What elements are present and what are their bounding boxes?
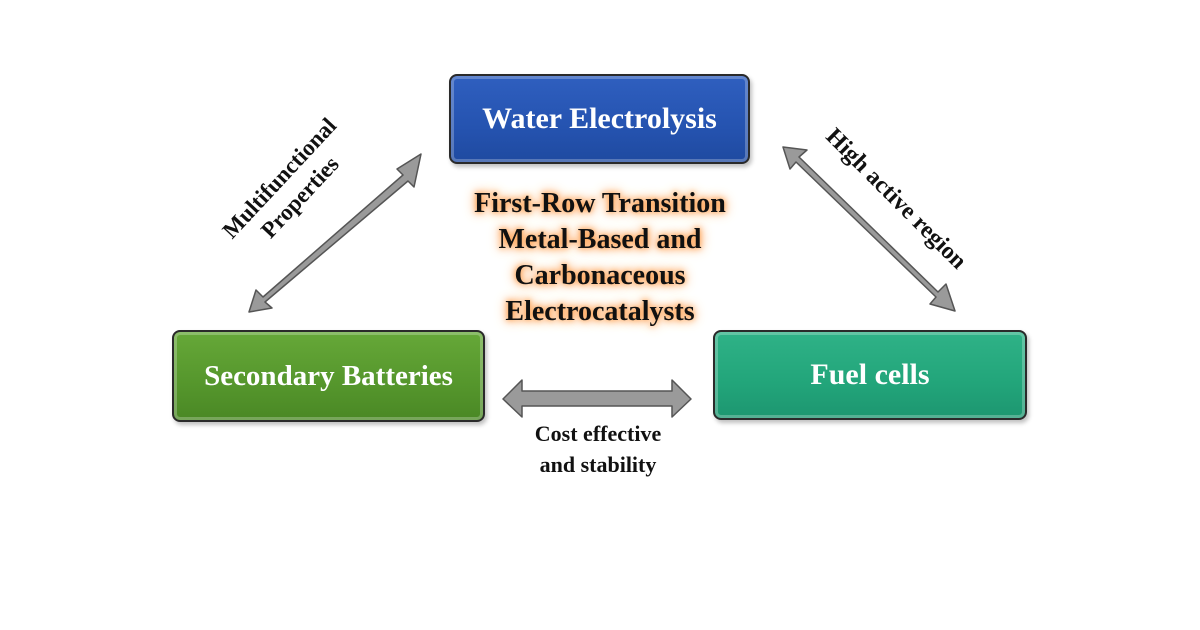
edge-label-bottom-line-1: Cost effective bbox=[534, 421, 662, 446]
fuel-cells-label: Fuel cells bbox=[810, 358, 930, 391]
center-title-line-4: Electrocatalysts bbox=[505, 296, 695, 327]
center-title: First-Row Transition Metal-Based and Car… bbox=[430, 186, 770, 330]
center-title-line-2: Metal-Based and bbox=[498, 224, 702, 255]
arrow-bottom-horizontal bbox=[502, 379, 692, 418]
arrow-left-diagonal bbox=[248, 153, 422, 313]
center-title-line-3: Carbonaceous bbox=[514, 260, 686, 291]
edge-label-bottom-line-2: and stability bbox=[539, 452, 657, 477]
water-electrolysis-box: Water Electrolysis bbox=[449, 74, 750, 164]
edge-label-cost-effective: Cost effective and stability bbox=[535, 418, 661, 480]
arrow-right-diagonal bbox=[782, 146, 956, 312]
secondary-batteries-label: Secondary Batteries bbox=[204, 359, 453, 392]
secondary-batteries-box: Secondary Batteries bbox=[172, 330, 485, 422]
water-electrolysis-label: Water Electrolysis bbox=[482, 102, 717, 135]
fuel-cells-box: Fuel cells bbox=[713, 330, 1027, 420]
center-title-line-1: First-Row Transition bbox=[474, 188, 726, 219]
